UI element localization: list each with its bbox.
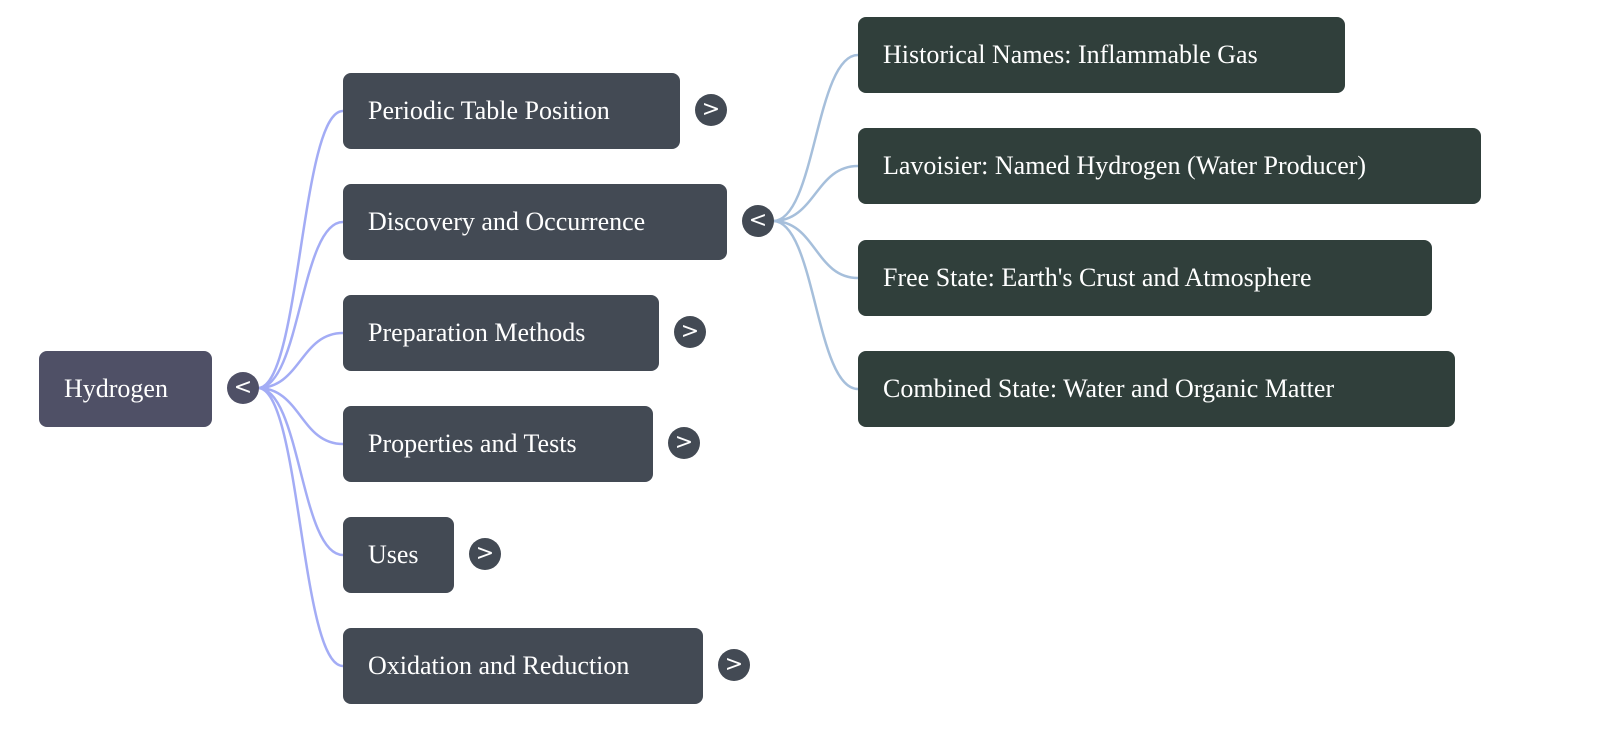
- node-periodic-table-position[interactable]: Periodic Table Position: [343, 73, 680, 149]
- collapse-toggle-discovery-and-occurrence[interactable]: <: [742, 205, 774, 237]
- link-root-to-level1-5: [257, 386, 344, 668]
- node-oxidation-and-reduction[interactable]: Oxidation and Reduction: [343, 628, 703, 704]
- link-root-to-level1-2: [257, 331, 344, 390]
- expand-toggle-oxidation-and-reduction[interactable]: >: [718, 649, 750, 681]
- node-discovery-and-occurrence[interactable]: Discovery and Occurrence: [343, 184, 727, 260]
- expand-toggle-preparation-methods[interactable]: >: [674, 316, 706, 348]
- expand-toggle-periodic-table-position[interactable]: >: [695, 94, 727, 126]
- link-discovery-to-level2-0: [772, 53, 859, 223]
- node-free-state[interactable]: Free State: Earth's Crust and Atmosphere: [858, 240, 1432, 316]
- node-properties-and-tests[interactable]: Properties and Tests: [343, 406, 653, 482]
- node-uses[interactable]: Uses: [343, 517, 454, 593]
- link-discovery-to-level2-2: [772, 219, 859, 280]
- link-discovery-to-level2-3: [772, 219, 859, 391]
- link-root-to-level1-3: [257, 386, 344, 446]
- node-preparation-methods[interactable]: Preparation Methods: [343, 295, 659, 371]
- collapse-toggle-root[interactable]: <: [227, 372, 259, 404]
- expand-toggle-properties-and-tests[interactable]: >: [668, 427, 700, 459]
- link-root-to-level1-4: [257, 386, 344, 557]
- node-lavoisier[interactable]: Lavoisier: Named Hydrogen (Water Produce…: [858, 128, 1481, 204]
- link-root-to-level1-1: [257, 220, 344, 390]
- link-discovery-to-level2-1: [772, 164, 859, 223]
- node-historical-names[interactable]: Historical Names: Inflammable Gas: [858, 17, 1345, 93]
- expand-toggle-uses[interactable]: >: [469, 538, 501, 570]
- node-combined-state[interactable]: Combined State: Water and Organic Matter: [858, 351, 1455, 427]
- root-node-hydrogen[interactable]: Hydrogen: [39, 351, 212, 427]
- link-root-to-level1-0: [257, 109, 344, 390]
